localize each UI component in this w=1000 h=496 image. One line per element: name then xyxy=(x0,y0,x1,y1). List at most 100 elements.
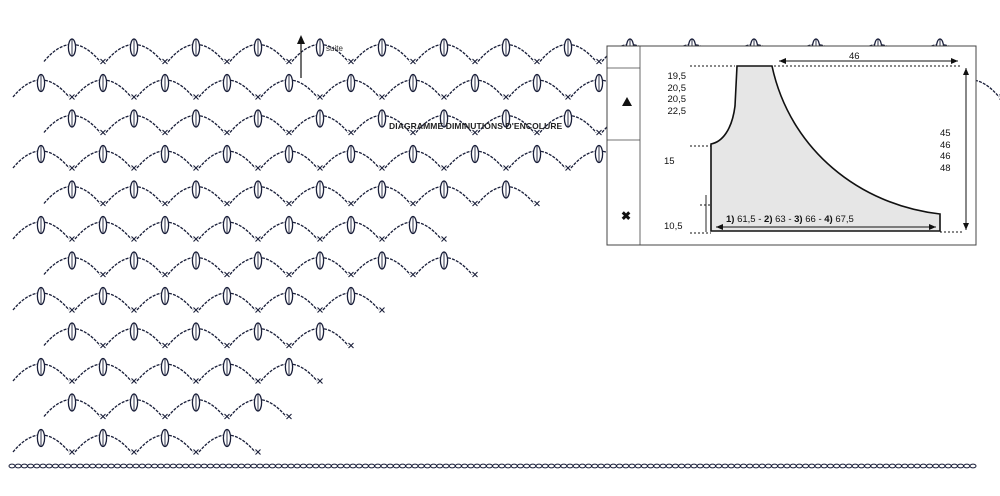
stitch-row xyxy=(12,144,633,171)
stitch-row xyxy=(43,180,540,207)
single-crochet-mark xyxy=(69,94,75,100)
single-crochet-mark xyxy=(596,129,602,136)
single-crochet-mark xyxy=(100,200,106,207)
single-crochet-mark xyxy=(410,129,416,136)
right-value-4: 48 xyxy=(940,162,951,174)
right-value-1: 45 xyxy=(940,128,951,139)
single-crochet-mark xyxy=(162,413,168,420)
right-measurements: 45 46 46 48 xyxy=(940,128,960,174)
left-value-4: 22,5 xyxy=(667,105,687,117)
single-crochet-mark xyxy=(100,129,106,136)
top-width-value: 46 xyxy=(849,51,860,62)
single-crochet-mark xyxy=(69,307,75,313)
single-crochet-mark xyxy=(348,200,354,207)
single-crochet-mark xyxy=(255,307,261,313)
single-crochet-mark xyxy=(286,342,292,349)
single-crochet-mark xyxy=(317,378,323,384)
single-crochet-mark xyxy=(472,271,478,278)
right-value-2: 46 xyxy=(940,139,951,151)
single-crochet-mark xyxy=(379,94,385,100)
size-formula: 1) 61,5 - 2) 63 - 3) 66 - 4) 67,5 xyxy=(726,214,854,225)
left-value-1: 19,5 xyxy=(667,71,687,82)
single-crochet-mark xyxy=(348,58,354,65)
single-crochet-mark xyxy=(317,165,323,171)
stitch-row xyxy=(12,286,385,313)
single-crochet-mark xyxy=(441,94,447,100)
single-crochet-mark xyxy=(162,271,168,278)
stitch-row xyxy=(12,215,447,242)
size-4-number: 4) xyxy=(824,214,833,225)
single-crochet-mark xyxy=(193,378,199,384)
triangle-icon xyxy=(622,97,632,106)
single-crochet-mark xyxy=(410,58,416,65)
single-crochet-mark xyxy=(162,200,168,207)
single-crochet-mark xyxy=(565,94,571,100)
single-crochet-mark xyxy=(286,58,292,65)
single-crochet-mark xyxy=(224,200,230,207)
stitch-row xyxy=(12,428,261,455)
single-crochet-mark xyxy=(317,307,323,313)
single-crochet-mark xyxy=(348,271,354,278)
single-crochet-mark xyxy=(441,165,447,171)
single-crochet-mark xyxy=(193,94,199,100)
single-crochet-mark xyxy=(441,236,447,242)
single-crochet-mark xyxy=(255,165,261,171)
foundation-chain xyxy=(8,463,977,469)
stitch-row xyxy=(12,357,323,384)
mid-value: 15 xyxy=(664,156,675,167)
stitch-row xyxy=(43,393,292,420)
single-crochet-mark xyxy=(503,165,509,171)
single-crochet-mark xyxy=(69,165,75,171)
single-crochet-mark xyxy=(224,413,230,420)
single-crochet-mark xyxy=(255,236,261,242)
single-crochet-mark xyxy=(286,200,292,207)
single-crochet-mark xyxy=(255,378,261,384)
left-measurements: 19,5 20,5 20,5 22,5 xyxy=(652,71,687,117)
single-crochet-mark xyxy=(472,129,478,136)
single-crochet-mark xyxy=(193,449,199,455)
single-crochet-mark xyxy=(162,342,168,349)
single-crochet-mark xyxy=(379,307,385,313)
left-value-3: 20,5 xyxy=(667,94,687,105)
single-crochet-mark xyxy=(193,236,199,242)
single-crochet-mark xyxy=(255,449,261,455)
single-crochet-mark xyxy=(379,236,385,242)
single-crochet-mark xyxy=(534,200,540,207)
single-crochet-mark xyxy=(286,413,292,420)
single-crochet-mark xyxy=(162,58,168,65)
stitch-row xyxy=(43,322,354,349)
single-crochet-mark xyxy=(131,449,137,455)
single-crochet-mark xyxy=(534,58,540,65)
single-crochet-mark xyxy=(224,129,230,136)
single-crochet-mark xyxy=(503,94,509,100)
single-crochet-mark xyxy=(131,165,137,171)
single-crochet-mark xyxy=(224,58,230,65)
single-crochet-mark xyxy=(224,342,230,349)
stitch-row xyxy=(43,251,478,278)
single-crochet-mark xyxy=(131,307,137,313)
suite-arrow-icon xyxy=(297,35,305,78)
single-crochet-mark xyxy=(100,413,106,420)
single-crochet-mark xyxy=(131,94,137,100)
single-crochet-mark xyxy=(348,129,354,136)
right-value-3: 46 xyxy=(940,151,951,162)
single-crochet-mark xyxy=(255,94,261,100)
size-2-value: 63 - xyxy=(775,214,792,225)
single-crochet-mark xyxy=(317,94,323,100)
size-2-number: 2) xyxy=(764,214,773,225)
size-1-value: 61,5 - xyxy=(737,214,762,225)
single-crochet-mark xyxy=(193,307,199,313)
single-crochet-mark xyxy=(100,342,106,349)
single-crochet-mark xyxy=(100,58,106,65)
single-crochet-mark xyxy=(69,378,75,384)
size-1-number: 1) xyxy=(726,214,735,225)
size-4-value: 67,5 xyxy=(835,214,854,225)
single-crochet-mark xyxy=(472,200,478,207)
single-crochet-mark xyxy=(193,165,199,171)
single-crochet-mark xyxy=(410,271,416,278)
single-crochet-mark xyxy=(100,271,106,278)
single-crochet-mark xyxy=(565,165,571,171)
single-crochet-mark xyxy=(162,129,168,136)
